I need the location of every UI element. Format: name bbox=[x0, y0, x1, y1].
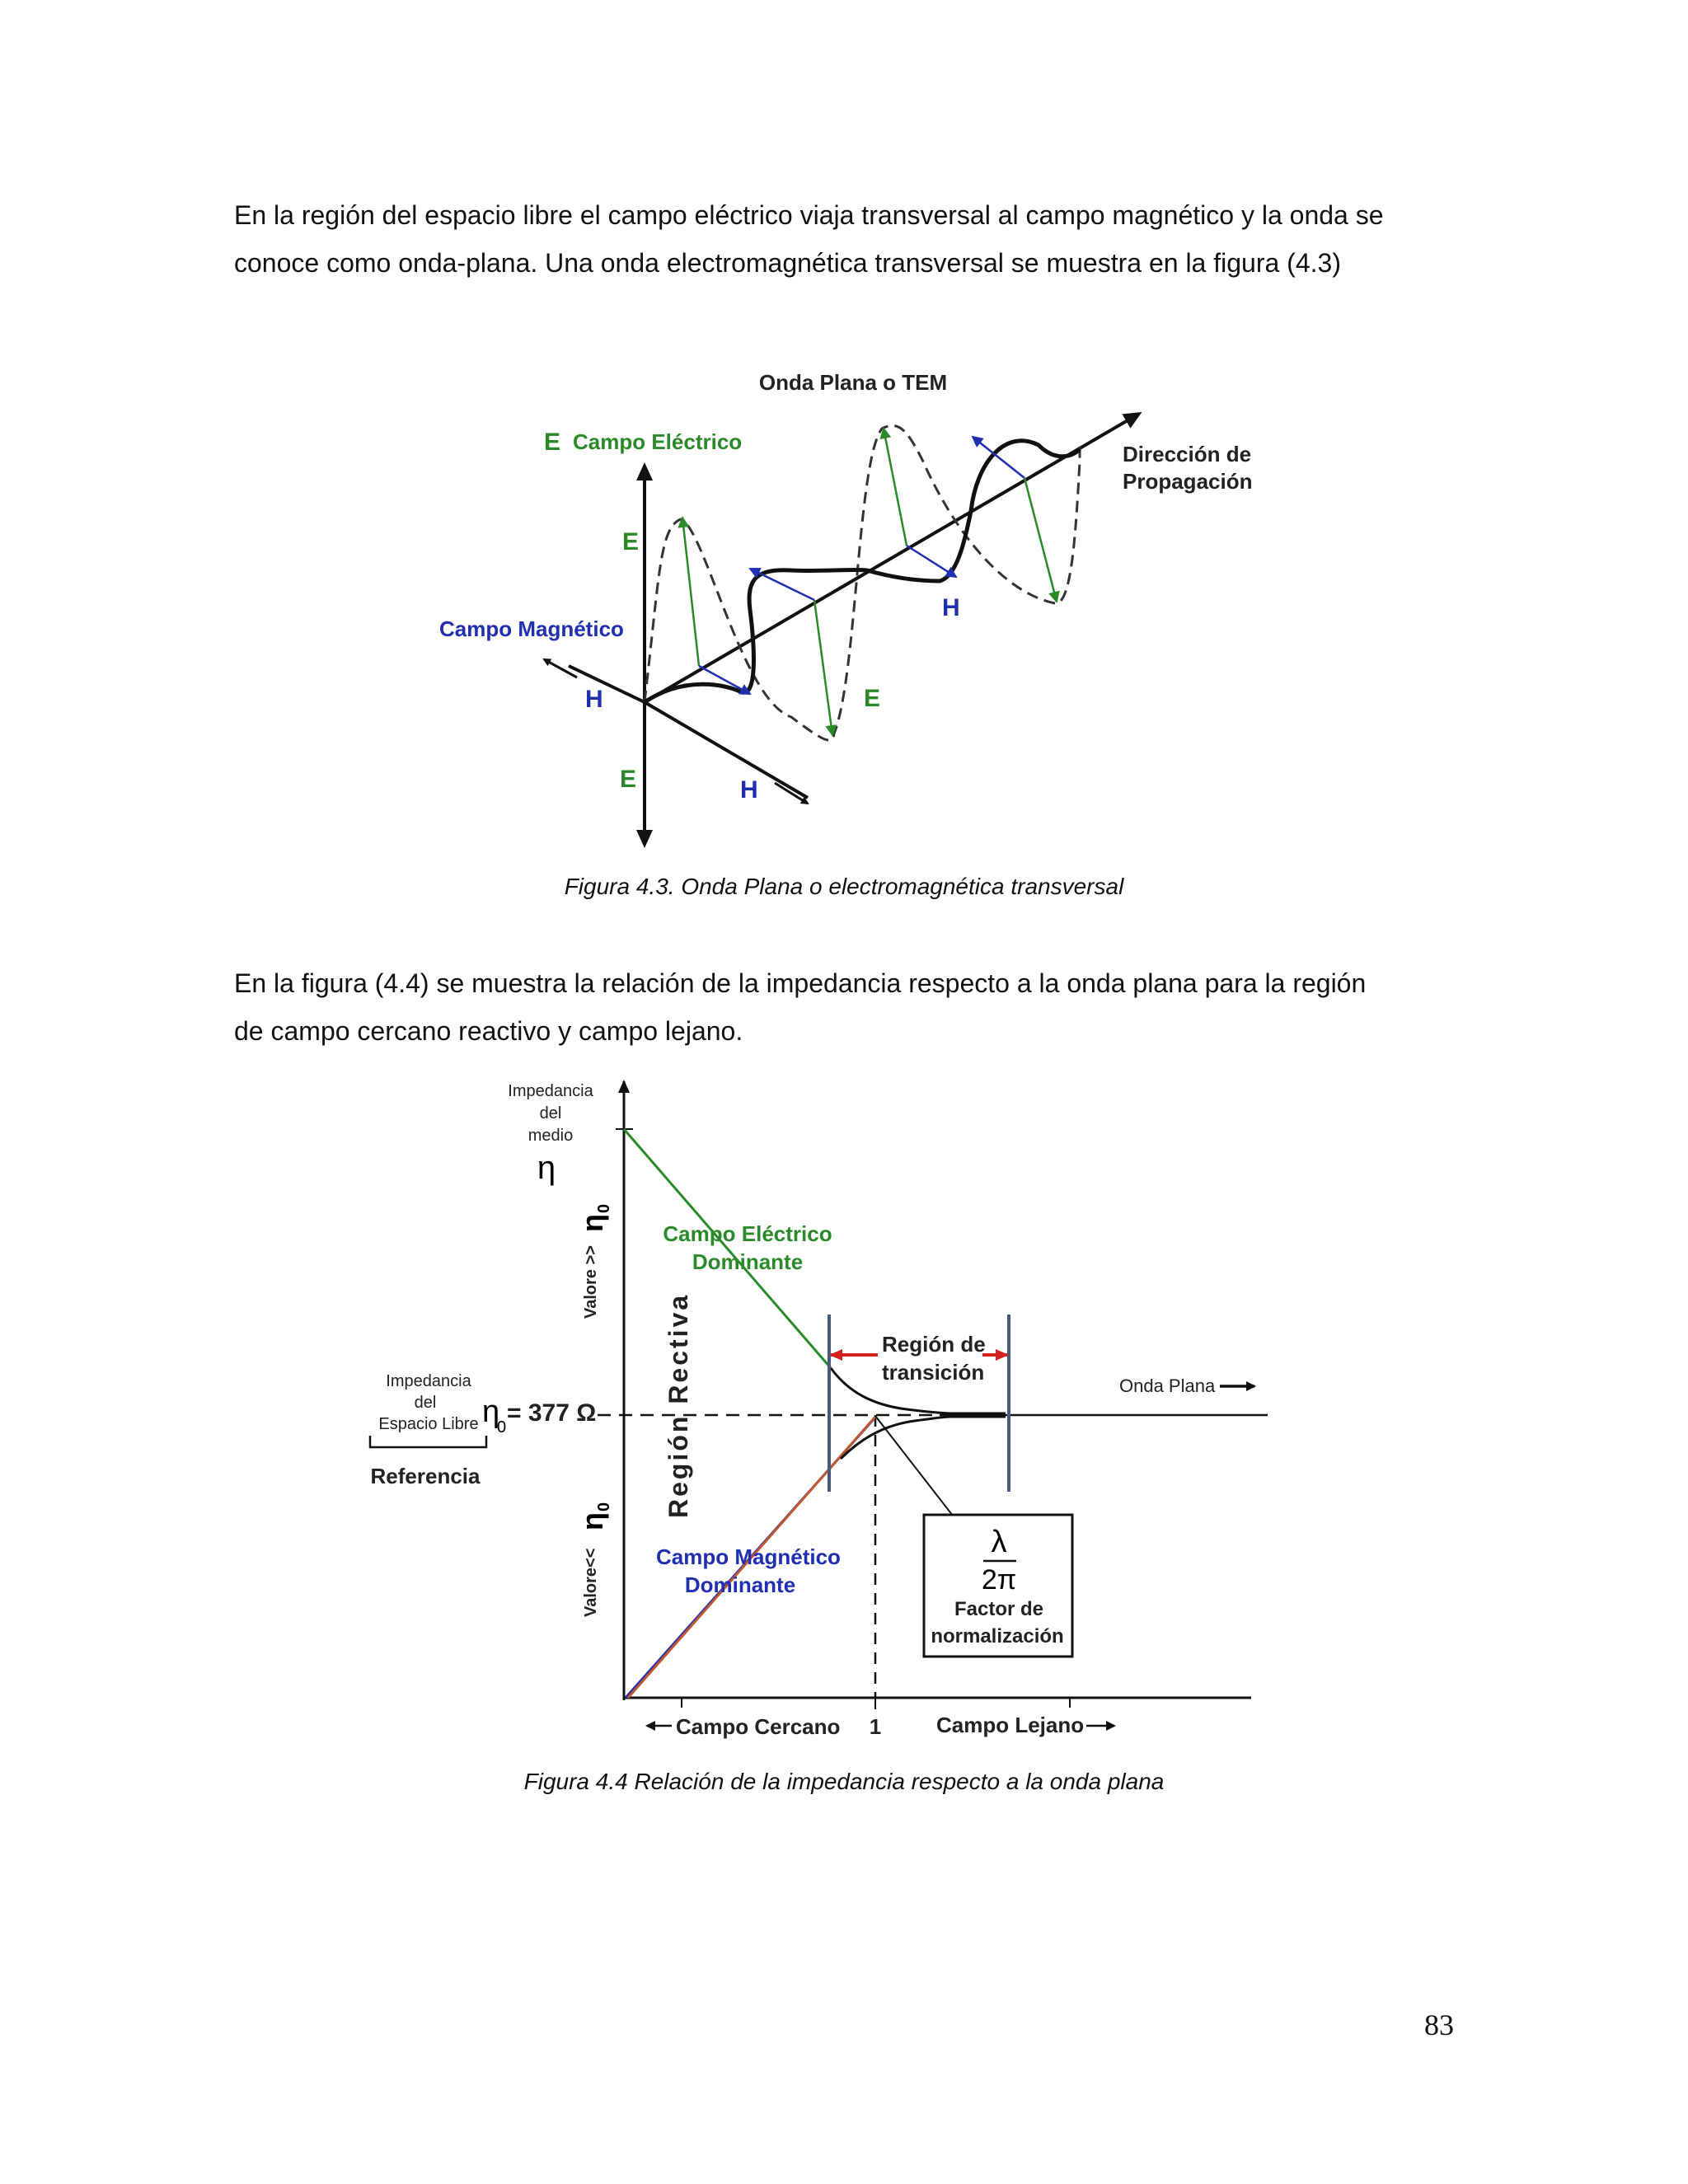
page-number: 83 bbox=[1401, 2008, 1454, 2042]
reactive-region-label: Región Rectiva bbox=[663, 1293, 693, 1518]
transition-label: transición bbox=[882, 1360, 984, 1385]
free-space-label: Impedancia bbox=[386, 1372, 471, 1390]
electric-dominant-label: Dominante bbox=[692, 1249, 803, 1274]
near-field-label: Campo Cercano bbox=[676, 1714, 840, 1739]
y-axis-label: medio bbox=[528, 1127, 573, 1145]
figure-4-4: λ 2π Factor de normalización Impedancia … bbox=[0, 0, 1688, 1813]
y-axis-label: Impedancia bbox=[508, 1082, 593, 1100]
transition-label: Región de bbox=[882, 1332, 986, 1357]
free-space-label: Espacio Libre bbox=[378, 1415, 478, 1433]
upper-value-label: Valore >> bbox=[582, 1245, 600, 1319]
lower-value-label: Valore<< bbox=[582, 1549, 600, 1617]
two-pi-symbol: 2π bbox=[982, 1564, 1016, 1596]
free-space-label: del bbox=[415, 1394, 437, 1412]
eta0-subscript: 0 bbox=[497, 1418, 506, 1436]
magnetic-curve bbox=[841, 1416, 964, 1459]
y-axis-label: del bbox=[540, 1104, 562, 1122]
reference-label: Referencia bbox=[371, 1464, 481, 1488]
far-field-label: Campo Lejano bbox=[936, 1713, 1084, 1737]
magnetic-dominant-label: Dominante bbox=[685, 1572, 795, 1597]
lower-eta0: η bbox=[575, 1512, 609, 1530]
eta0-value: = 377 Ω bbox=[507, 1399, 596, 1427]
factor-label: normalización bbox=[931, 1625, 1063, 1647]
lower-eta0-sub: 0 bbox=[595, 1502, 613, 1511]
eta-symbol: η bbox=[537, 1150, 556, 1186]
upper-eta0-sub: 0 bbox=[595, 1204, 613, 1213]
magnetic-dominant-label: Campo Magnético bbox=[656, 1544, 841, 1569]
factor-label: Factor de bbox=[954, 1598, 1043, 1620]
upper-eta0: η bbox=[575, 1214, 609, 1232]
reference-bracket bbox=[370, 1436, 486, 1447]
plane-wave-label: Onda Plana bbox=[1119, 1376, 1216, 1396]
electric-dominant-line bbox=[624, 1129, 831, 1368]
figure-4-4-caption: Figura 4.4 Relación de la impedancia res… bbox=[0, 1769, 1688, 1795]
electric-dominant-label: Campo Eléctrico bbox=[663, 1221, 832, 1246]
x-one-label: 1 bbox=[870, 1714, 881, 1739]
lambda-symbol: λ bbox=[992, 1525, 1007, 1559]
